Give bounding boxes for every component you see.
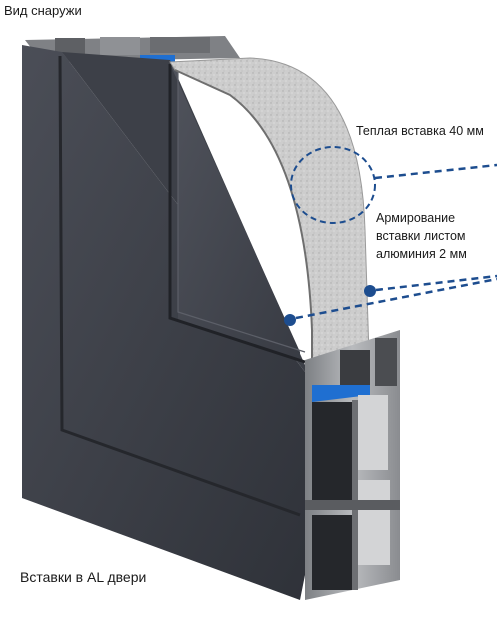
warm-insert-label: Теплая вставка 40 мм [356, 124, 484, 138]
reinforcement-label-line-1: Армирование [376, 211, 456, 225]
reinforcement-callout [284, 274, 497, 326]
caption: Вставки в AL двери [20, 569, 147, 585]
callout-dot-lower [284, 314, 296, 326]
warm-insert-callout [290, 146, 497, 224]
reinforcement-label-line-2: вставки листом [376, 229, 466, 243]
reinforcement-label-line-3: алюминия 2 мм [376, 247, 467, 261]
callout-zone-circle [290, 146, 376, 224]
warm-insert [169, 57, 371, 386]
aluminium-profile [305, 330, 400, 600]
callout-dot-upper [364, 285, 376, 297]
reinforcement-label: Армирование вставки листом алюминия 2 мм [376, 209, 467, 263]
door-panel [22, 45, 306, 600]
view-outside-label: Вид снаружи [4, 3, 82, 18]
